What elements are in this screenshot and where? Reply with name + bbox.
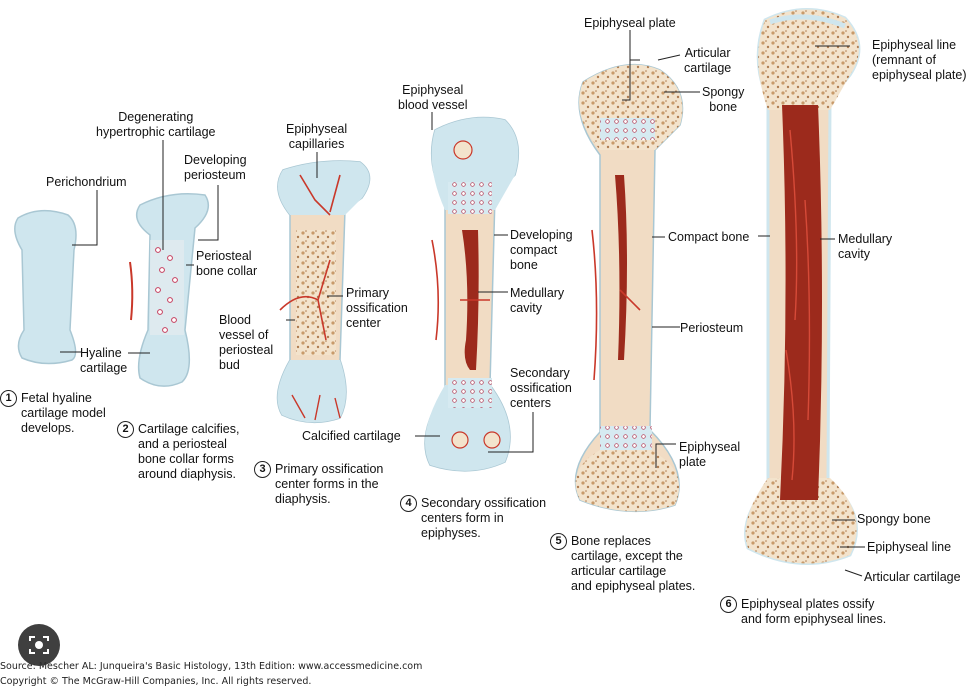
leader-lines bbox=[60, 30, 865, 577]
label-secondary-ossification-centers: Secondary ossification centers bbox=[510, 366, 572, 410]
step-6-text: Epiphyseal plates ossify and form epiphy… bbox=[741, 597, 887, 626]
step-5-text: Bone replaces cartilage, except the arti… bbox=[571, 534, 696, 593]
label-medullary-cavity-stage6: Medullary cavity bbox=[838, 232, 893, 261]
step-6-number: 6 bbox=[720, 596, 737, 613]
label-periosteal-collar: Periosteal bone collar bbox=[196, 249, 258, 278]
label-developing-compact-bone: Developing compact bone bbox=[510, 228, 573, 272]
label-spongy-bone-stage6: Spongy bone bbox=[857, 512, 931, 526]
label-primary-ossification-center: Primary ossification center bbox=[346, 286, 408, 330]
source-line: Source: Mescher AL: Junqueira's Basic Hi… bbox=[0, 661, 423, 672]
step-2-text: Cartilage calcifies, and a periosteal bo… bbox=[138, 422, 240, 481]
bone-stage-3 bbox=[276, 160, 371, 424]
label-developing-periosteum: Developing periosteum bbox=[184, 153, 247, 182]
bone-stage-6 bbox=[744, 8, 861, 565]
label-spongy-bone-stage5: Spongy bone bbox=[702, 85, 745, 114]
bone-stage-1 bbox=[14, 209, 77, 365]
bone-stage-5 bbox=[574, 63, 684, 513]
label-compact-bone: Compact bone bbox=[668, 230, 750, 244]
step-3-text: Primary ossification center forms in the… bbox=[275, 462, 384, 506]
label-epiphyseal-blood-vessel: Epiphyseal blood vessel bbox=[398, 83, 468, 112]
step-4-text: Secondary ossification centers form in e… bbox=[421, 496, 547, 540]
label-blood-vessel-periosteal-bud: Blood vessel of periosteal bud bbox=[219, 313, 274, 372]
label-medullary-cavity-stage4: Medullary cavity bbox=[510, 286, 565, 315]
label-epiphyseal-plate-top: Epiphyseal plate bbox=[584, 16, 676, 30]
camera-lens-icon bbox=[29, 636, 49, 654]
label-hyaline-cartilage: Hyaline cartilage bbox=[80, 346, 128, 375]
bone-stage-4 bbox=[424, 116, 520, 472]
step-1-number: 1 bbox=[0, 390, 17, 407]
label-epiphyseal-line-bottom: Epiphyseal line bbox=[867, 540, 952, 554]
label-epiphyseal-line-top: Epiphyseal line (remnant of epiphyseal p… bbox=[872, 38, 967, 82]
label-degenerating-cartilage: Degenerating hypertrophic cartilage bbox=[96, 110, 216, 139]
label-periosteum: Periosteum bbox=[680, 321, 744, 335]
label-epiphyseal-capillaries: Epiphyseal capillaries bbox=[286, 122, 348, 151]
step-5-number: 5 bbox=[550, 533, 567, 550]
lens-search-button[interactable] bbox=[18, 624, 60, 666]
step-1-text: Fetal hyaline cartilage model develops. bbox=[21, 391, 106, 435]
step-2-number: 2 bbox=[117, 421, 134, 438]
step-4-number: 4 bbox=[400, 495, 417, 512]
label-perichondrium: Perichondrium bbox=[46, 175, 127, 189]
label-articular-cartilage-stage6: Articular cartilage bbox=[864, 570, 961, 584]
copyright-line: Copyright © The McGraw-Hill Companies, I… bbox=[0, 676, 312, 687]
step-3-number: 3 bbox=[254, 461, 271, 478]
bone-stage-2 bbox=[129, 193, 210, 387]
label-epiphyseal-plate-stage5: Epiphyseal plate bbox=[679, 440, 741, 469]
label-calcified-cartilage: Calcified cartilage bbox=[302, 429, 401, 443]
label-articular-cartilage-stage5: Articular cartilage bbox=[684, 46, 732, 75]
